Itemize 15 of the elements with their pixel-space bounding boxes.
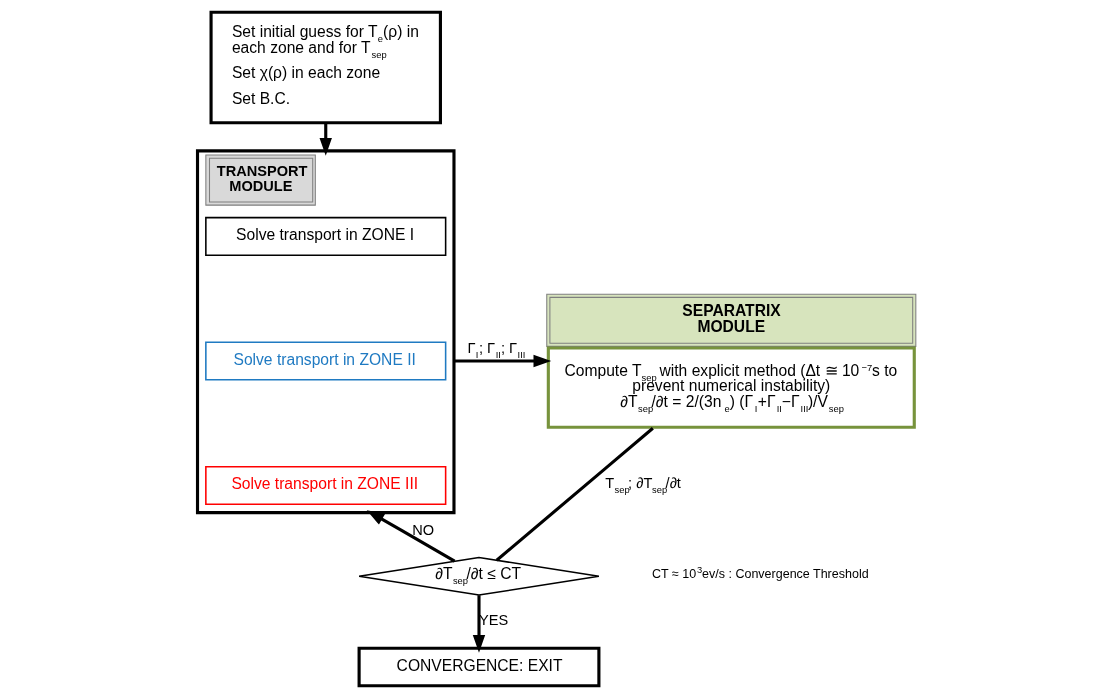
edge-label: T$_{sep}$; ∂T$_{sep}$/∂t xyxy=(605,475,681,496)
edge-label: Γ$_{I}$; Γ$_{II}$; Γ$_{III}$ xyxy=(467,339,526,360)
arrow xyxy=(366,510,456,563)
label: CT ≈ 10$^{3}$ev/s : Convergence Threshold xyxy=(652,565,869,582)
node-box: Set initial guess for T$_{e}$(ρ) in each zone and for T$_{sep}$ Set χ(ρ) in each zone Set B.C. xyxy=(209,10,442,125)
connector xyxy=(495,427,654,562)
node-box: Solve transport in ZONE III xyxy=(205,466,447,506)
node-box: Solve transport in ZONE II xyxy=(205,341,447,381)
arrow xyxy=(454,354,552,368)
node-box: CONVERGENCE: EXIT xyxy=(357,646,601,688)
edge-label: NO xyxy=(412,521,435,538)
node-diamond: ∂T$_{sep}$/∂t ≤ CT xyxy=(358,556,600,596)
arrow xyxy=(319,123,332,156)
node-box: Solve transport in ZONE I xyxy=(205,216,447,256)
arrow xyxy=(472,595,486,653)
